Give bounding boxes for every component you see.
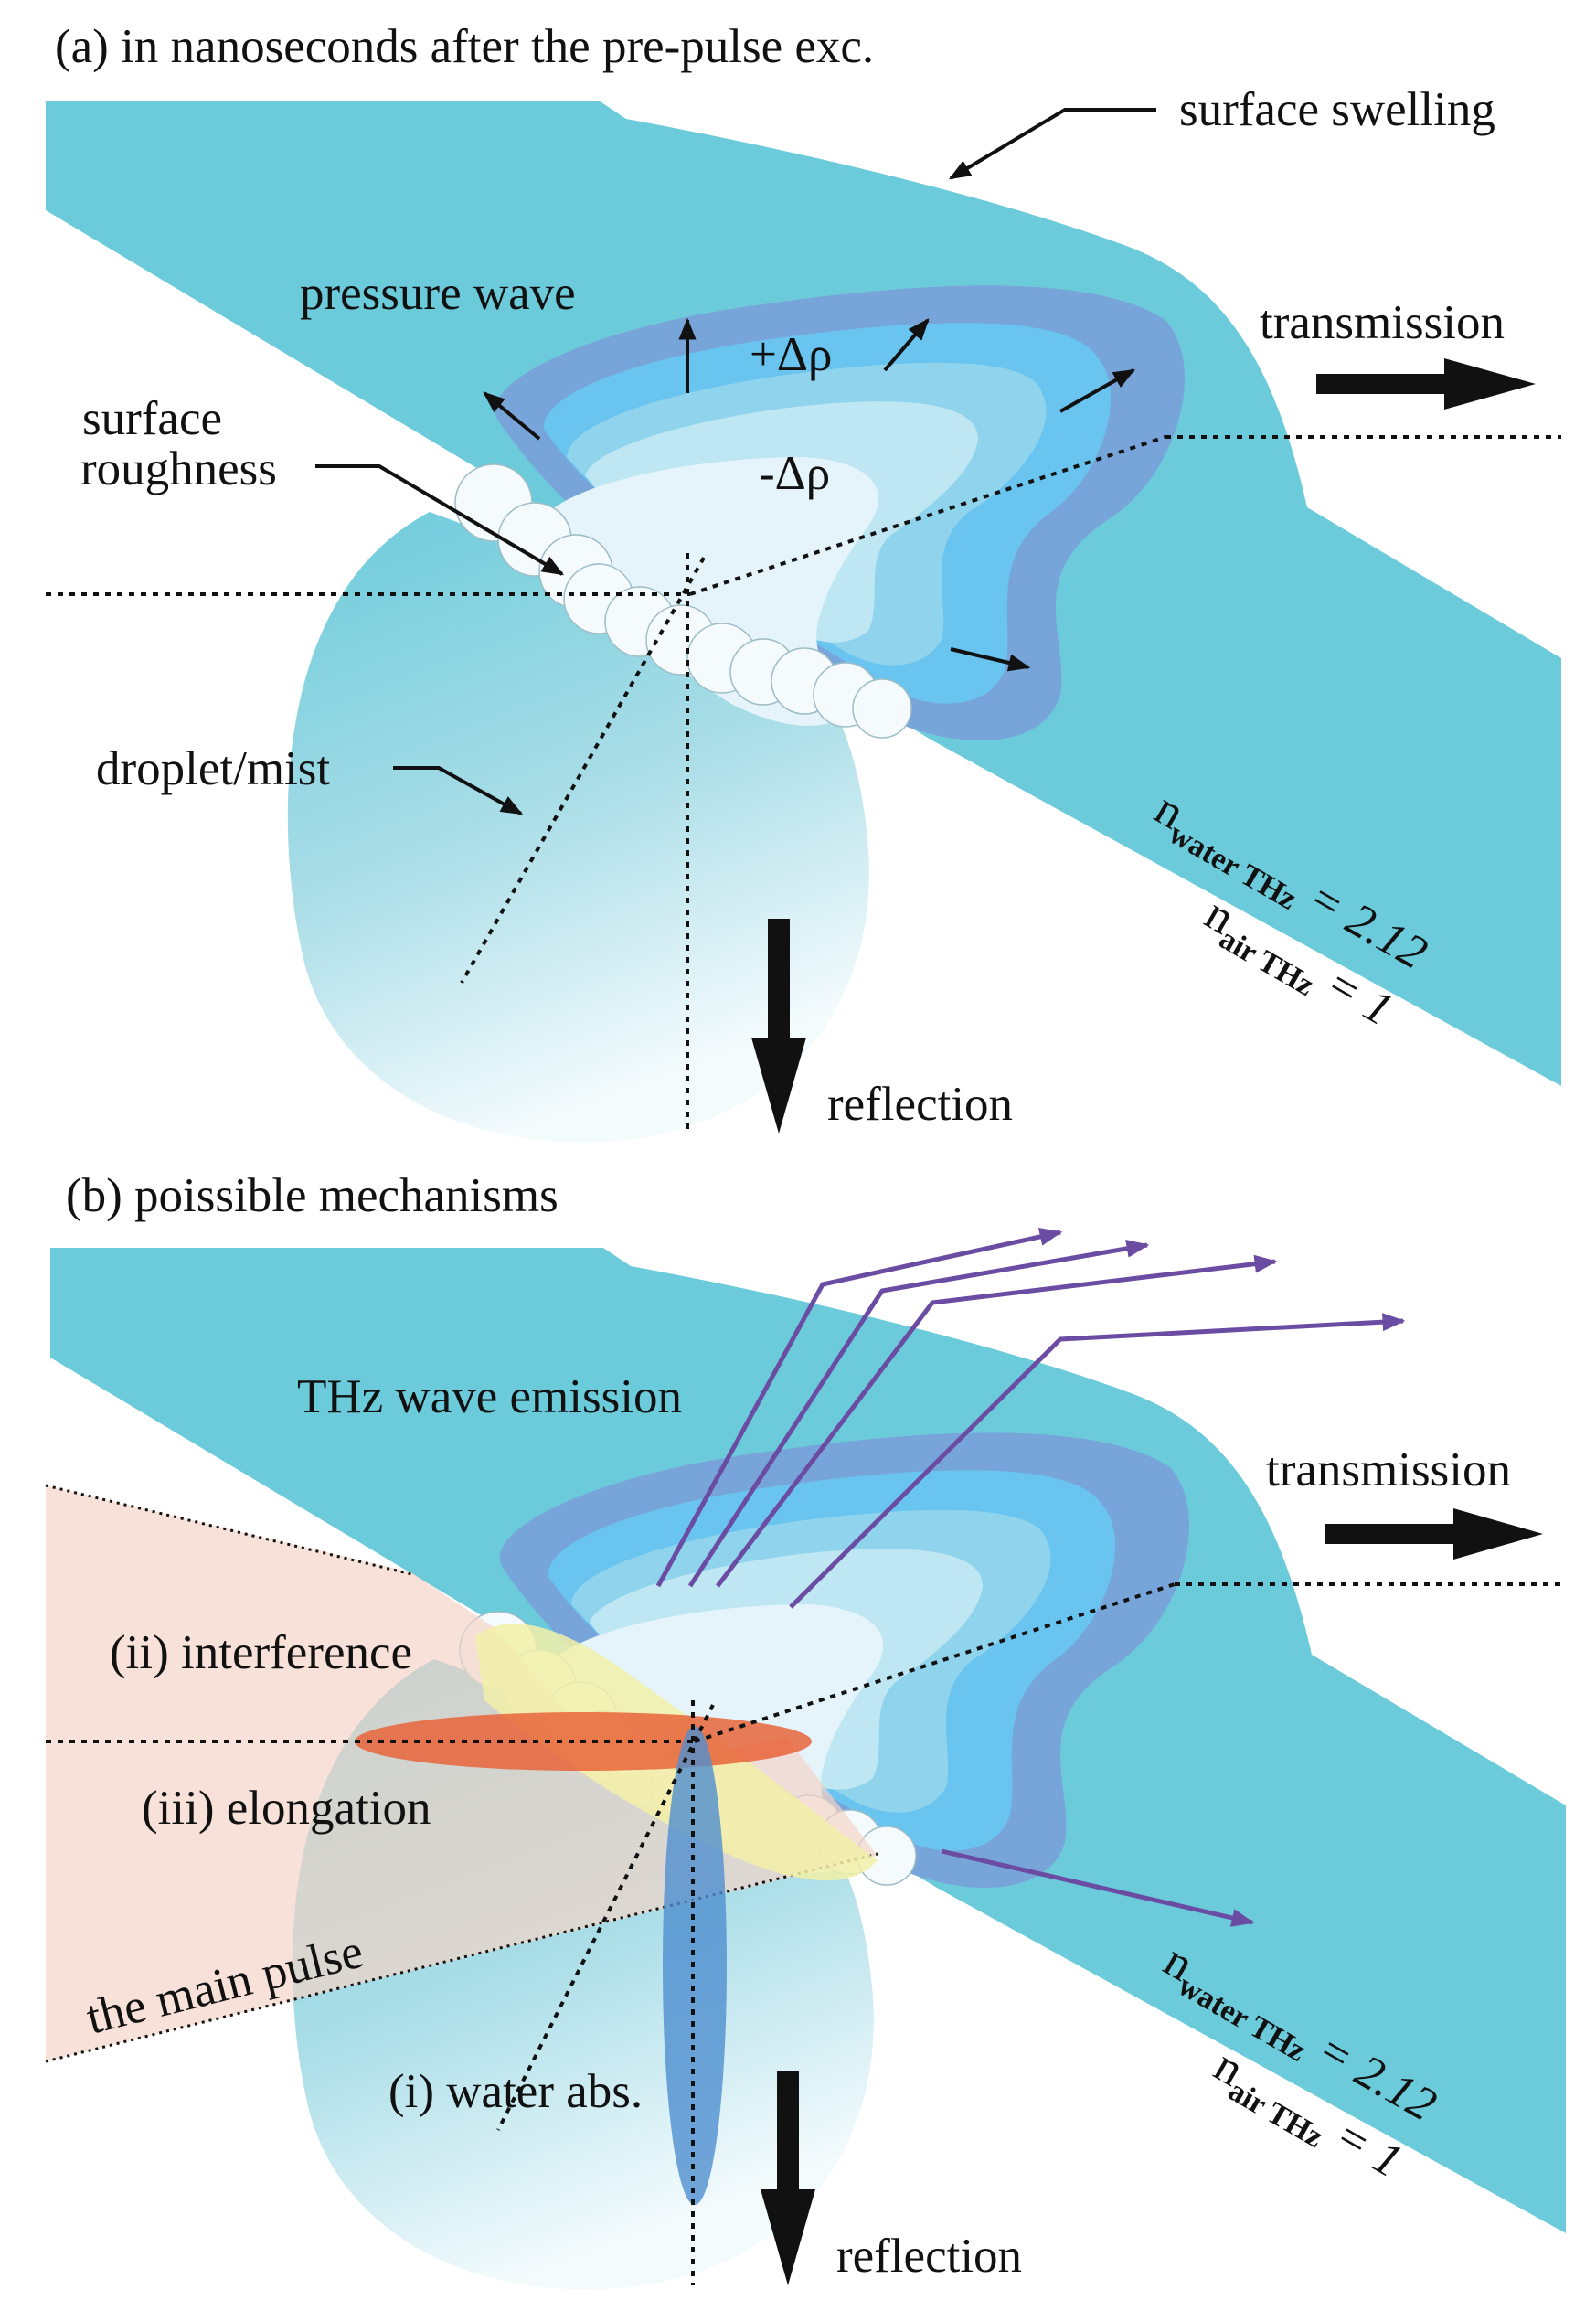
panel-a-guides (46, 435, 1561, 1134)
label-pressure-wave: pressure wave (300, 267, 576, 320)
pressure-arrows (483, 317, 1136, 672)
reflection-arrow-a (751, 919, 806, 1134)
label-interference: (ii) interference (110, 1626, 412, 1679)
label-transmission-b: transmission (1266, 1443, 1511, 1496)
panel-b-title: (b) poissible mechanisms (66, 1169, 559, 1222)
label-minus-delta-rho: -Δρ (759, 447, 830, 500)
leader-surface-roughness (315, 464, 565, 576)
transmission-arrow-a (1316, 358, 1536, 410)
thz-emission-rays (655, 1228, 1406, 1927)
leader-droplet-mist (393, 766, 524, 815)
reflection-arrow-b (761, 2071, 815, 2285)
panel-b-guides (46, 1582, 1561, 2285)
label-water-abs: (i) water abs. (388, 2065, 643, 2118)
panel-b: (b) poissible mechanisms THz wave emissi… (45, 1169, 1567, 2291)
label-surface-swelling: surface swelling (1179, 83, 1495, 136)
label-droplet-mist: droplet/mist (96, 742, 330, 795)
panel-a: (a) in nanoseconds after the pre-pulse e… (45, 20, 1562, 1144)
main-pulse-beam (46, 1485, 878, 2061)
label-roughness: roughness (80, 442, 277, 495)
leader-surface-swelling (948, 108, 1156, 180)
label-plus-delta-rho: +Δρ (750, 328, 832, 381)
label-transmission-a: transmission (1260, 296, 1505, 349)
panel-a-title: (a) in nanoseconds after the pre-pulse e… (55, 20, 874, 73)
transmission-arrow-b (1325, 1508, 1543, 1560)
label-reflection-b: reflection (836, 2230, 1022, 2283)
leader-lines-a (315, 108, 1156, 815)
label-reflection-a: reflection (827, 1078, 1013, 1131)
label-elongation: (iii) elongation (142, 1782, 431, 1835)
label-thz-emission: THz wave emission (297, 1370, 682, 1423)
label-surface: surface (82, 392, 222, 445)
